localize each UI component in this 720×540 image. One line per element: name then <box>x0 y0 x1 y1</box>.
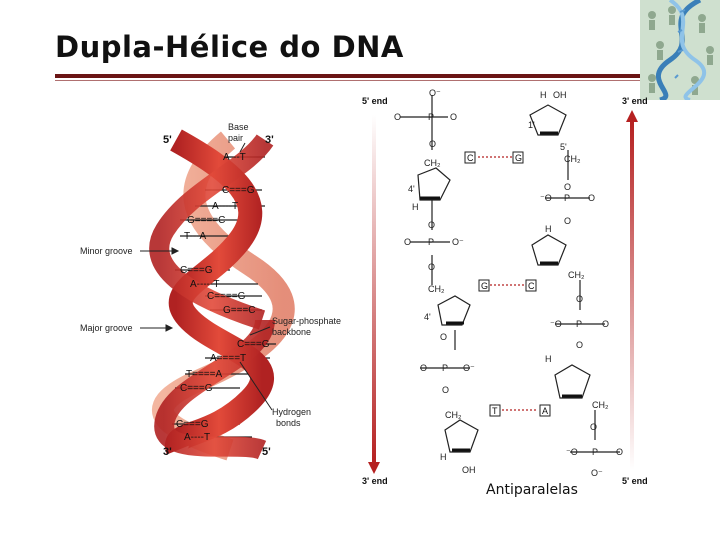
svg-text:O: O <box>420 363 427 373</box>
title-underline-thin <box>55 80 695 81</box>
helix-bottom-left-label: 3' <box>163 446 172 458</box>
svg-text:O: O <box>429 139 436 149</box>
base-box-3: G <box>481 281 488 291</box>
left-strand-top-label: 5' end <box>362 96 388 106</box>
base-pair-label-2: pair <box>228 133 243 143</box>
svg-text:O: O <box>590 422 597 432</box>
svg-text:4': 4' <box>408 184 415 194</box>
svg-text:O: O <box>616 447 623 457</box>
left-strand-bottom-label: 3' end <box>362 476 388 486</box>
base-box-6: A <box>542 406 548 416</box>
svg-text:O: O <box>428 220 435 230</box>
svg-text:H: H <box>545 354 552 364</box>
base-box-5: T <box>492 406 498 416</box>
pair-4: G====C <box>187 215 225 226</box>
hydrogen-bonds-label-2: bonds <box>276 418 301 428</box>
svg-text:5': 5' <box>560 142 567 152</box>
svg-text:P: P <box>442 363 448 373</box>
antiparallel-strands: 5' end 3' end 3' end 5' end <box>362 88 648 486</box>
svg-text:P: P <box>428 112 434 122</box>
svg-text:P: P <box>428 237 434 247</box>
pair-3: A----T <box>212 201 238 212</box>
title-underline <box>55 74 695 78</box>
svg-text:O⁻: O⁻ <box>463 363 475 373</box>
svg-text:O: O <box>394 112 401 122</box>
svg-text:O: O <box>602 319 609 329</box>
svg-text:O: O <box>576 294 583 304</box>
pair-9: G===C <box>223 305 256 316</box>
svg-text:O: O <box>440 332 447 342</box>
base-box-2: G <box>515 153 522 163</box>
base-pair-label: Base <box>228 122 249 132</box>
pair-6: C===G <box>180 265 213 276</box>
svg-text:H: H <box>545 224 552 234</box>
svg-text:O⁻: O⁻ <box>429 88 441 98</box>
pair-1: A---T <box>223 152 246 163</box>
pair-8: C====G <box>207 291 246 302</box>
svg-text:O: O <box>564 216 571 226</box>
right-strand-top-label: 3' end <box>622 96 648 106</box>
pair-5: T---A <box>184 231 207 242</box>
helix-top-left-label: 5' <box>163 134 172 146</box>
caption-antiparallel: Antiparalelas <box>486 482 578 498</box>
major-groove-label: Major groove <box>80 323 133 333</box>
pair-7: A-----T <box>190 279 219 290</box>
svg-text:OH: OH <box>462 465 476 475</box>
svg-text:H: H <box>412 202 419 212</box>
svg-text:O: O <box>442 385 449 395</box>
svg-text:CH₂: CH₂ <box>564 154 581 164</box>
svg-text:4': 4' <box>424 312 431 322</box>
hydrogen-bonds-label: Hydrogen <box>272 407 311 417</box>
pair-2: C===G <box>222 185 255 196</box>
up-arrow-icon <box>626 110 638 122</box>
svg-text:1': 1' <box>528 120 535 130</box>
helix-bottom-right-label: 5' <box>262 446 271 458</box>
minor-groove-label: Minor groove <box>80 246 133 256</box>
svg-text:P: P <box>592 447 598 457</box>
svg-text:O: O <box>404 237 411 247</box>
pair-11: A====T <box>210 353 246 364</box>
svg-text:O: O <box>588 193 595 203</box>
dna-logo-icon <box>640 0 720 100</box>
helix-top-right-label: 3' <box>265 134 274 146</box>
right-strand-bottom-label: 5' end <box>622 476 648 486</box>
svg-text:⁻O: ⁻O <box>540 193 552 203</box>
svg-text:CH₂: CH₂ <box>592 400 609 410</box>
svg-text:O: O <box>576 340 583 350</box>
page-title: Dupla-Hélice do DNA <box>55 30 404 64</box>
double-helix: A---T C===G A----T G====C T---A C===G A-… <box>80 122 341 461</box>
svg-text:CH₂: CH₂ <box>568 270 585 280</box>
svg-text:H: H <box>540 90 547 100</box>
pair-12: T====A <box>186 369 222 380</box>
base-box-1: C <box>467 153 474 163</box>
svg-text:⁻O: ⁻O <box>550 319 562 329</box>
svg-text:OH: OH <box>553 90 567 100</box>
sugar-phosphate-label: Sugar-phosphate <box>272 316 341 326</box>
svg-text:P: P <box>564 193 570 203</box>
svg-text:CH₂: CH₂ <box>445 410 462 420</box>
svg-text:O: O <box>450 112 457 122</box>
svg-text:O: O <box>428 262 435 272</box>
pair-13: C===G <box>180 383 213 394</box>
svg-text:⁻O: ⁻O <box>566 447 578 457</box>
down-arrow-icon <box>368 462 380 474</box>
sugar-phosphate-label-2: backbone <box>272 327 311 337</box>
pair-15: A----T <box>184 432 210 443</box>
svg-text:H: H <box>440 452 447 462</box>
svg-text:CH₂: CH₂ <box>428 284 445 294</box>
pair-10: C===G <box>237 339 270 350</box>
svg-text:O⁻: O⁻ <box>452 237 464 247</box>
svg-text:O⁻: O⁻ <box>591 468 603 478</box>
svg-text:O: O <box>564 182 571 192</box>
svg-text:CH₂: CH₂ <box>424 158 441 168</box>
svg-text:P: P <box>576 319 582 329</box>
base-box-4: C <box>528 281 535 291</box>
pair-14: C===G <box>176 419 209 430</box>
